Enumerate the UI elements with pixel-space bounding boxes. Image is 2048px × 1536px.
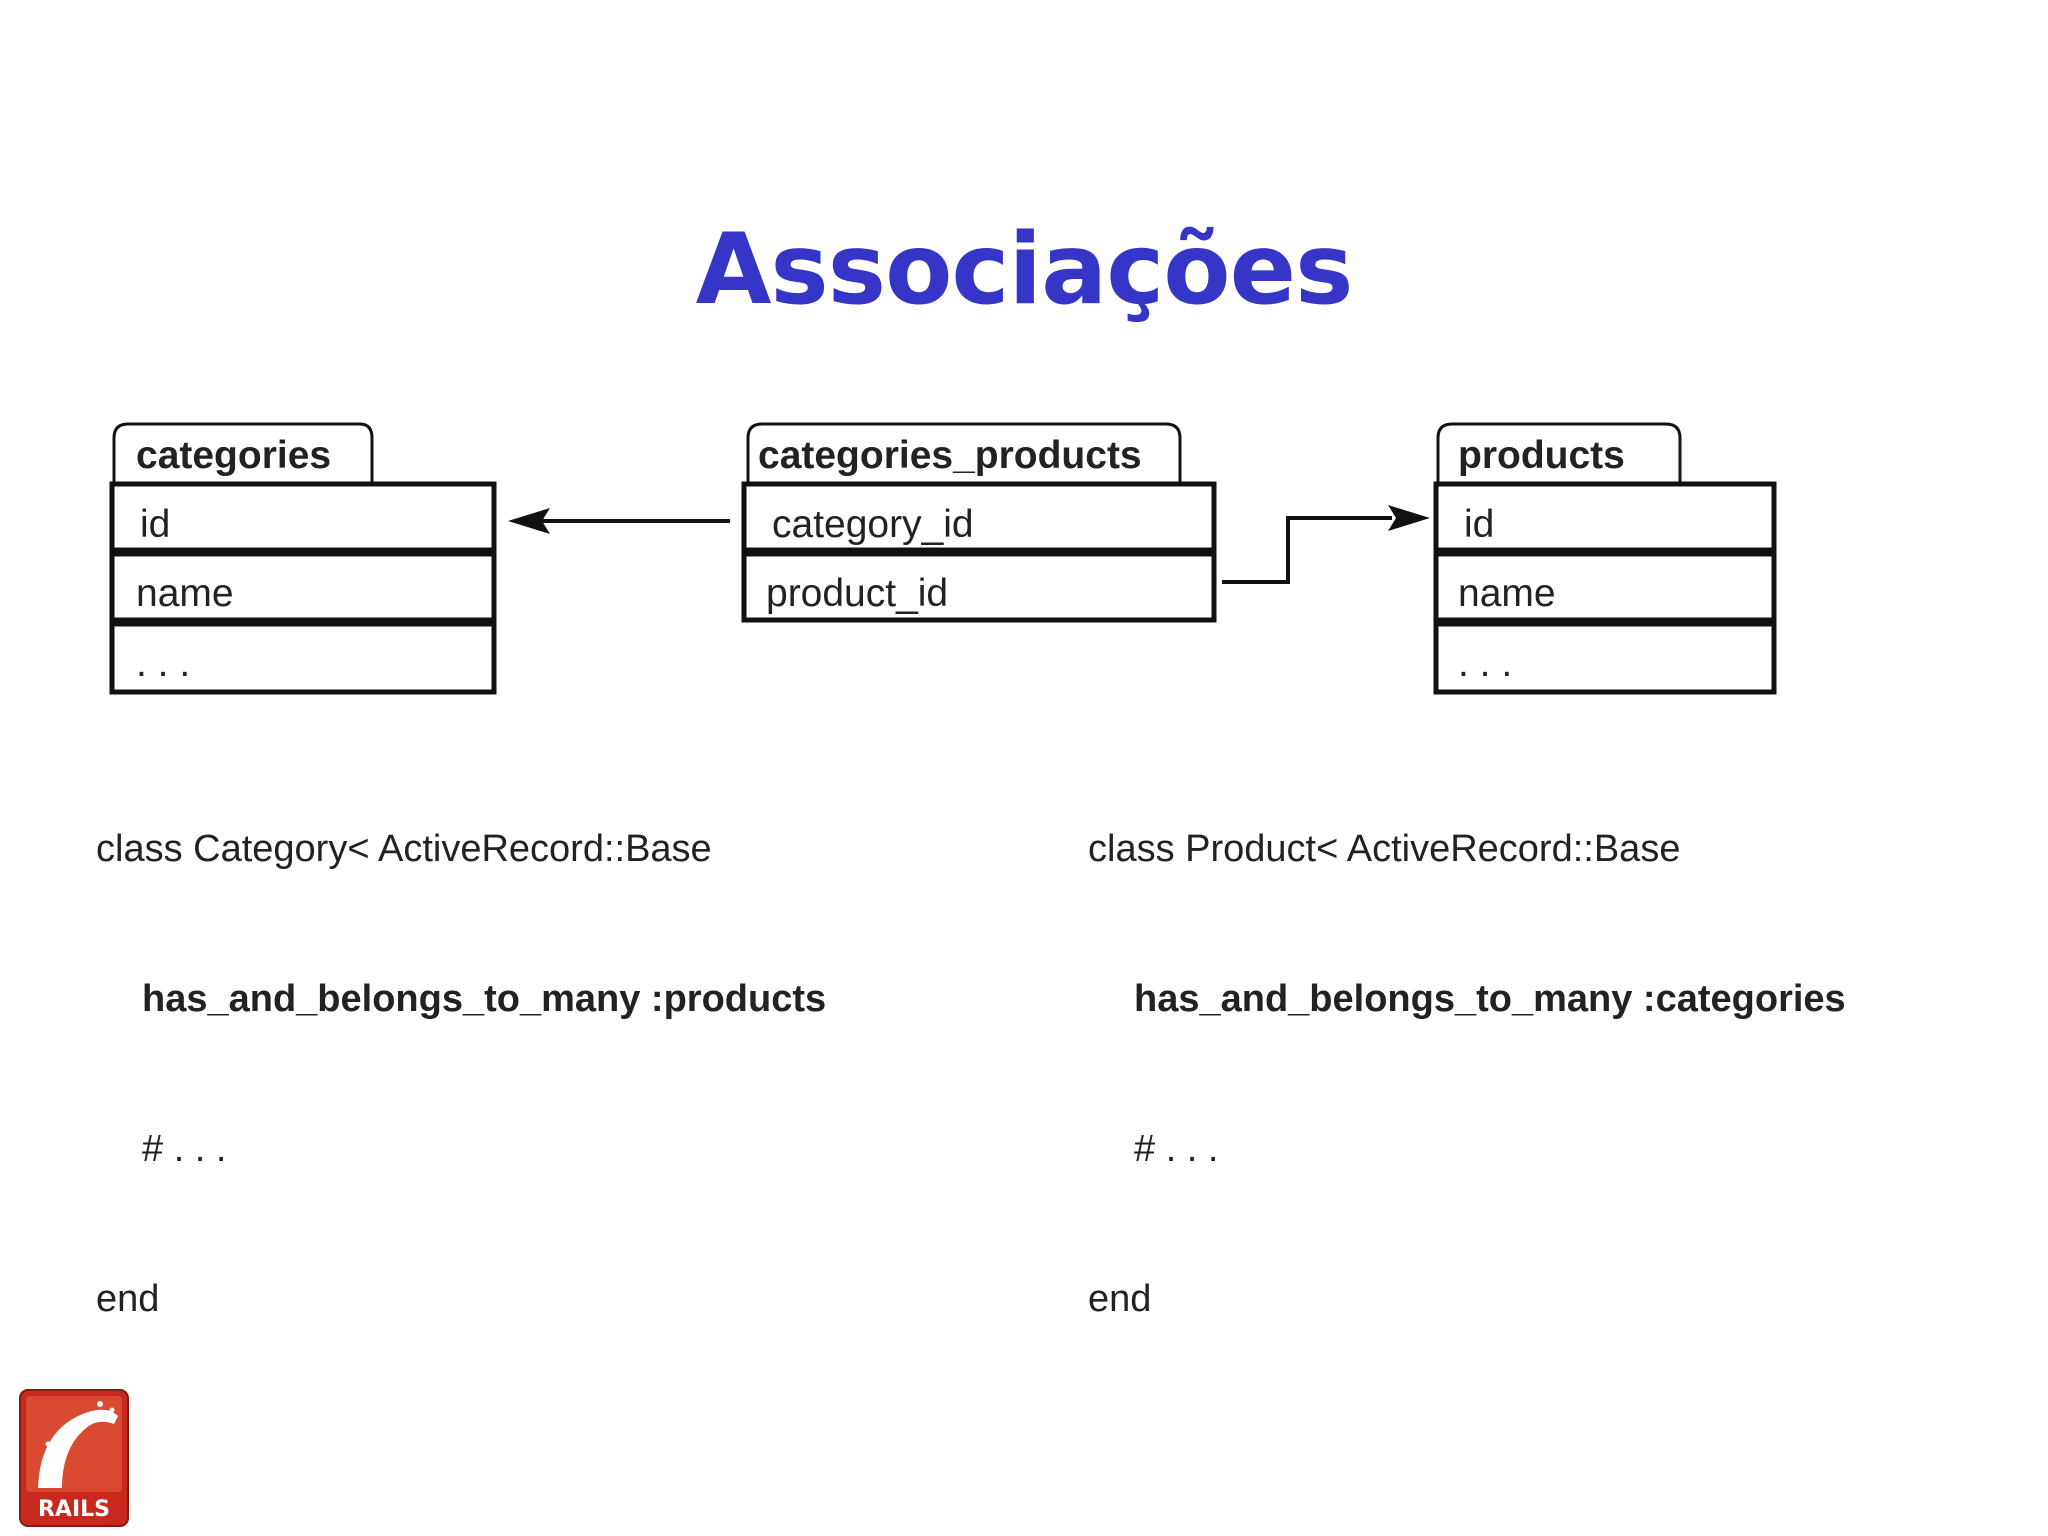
code-line: # . . .	[142, 1128, 227, 1170]
table-field-box	[109, 621, 497, 695]
field-label: name	[136, 572, 234, 615]
rails-logo: RAILS	[19, 1389, 129, 1527]
code-line: class Category< ActiveRecord::Base	[96, 828, 712, 870]
code-line: end	[1088, 1278, 1152, 1320]
table-tab	[1436, 422, 1682, 484]
table-field-box	[109, 551, 497, 623]
table-tab	[746, 422, 1182, 484]
table-name: products	[1458, 434, 1625, 477]
table-name: categories_products	[758, 434, 1142, 477]
table-field-box	[1433, 621, 1777, 695]
slide-title: Associações	[695, 213, 1354, 327]
code-line: has_and_belongs_to_many :categories	[1134, 978, 1846, 1020]
field-label: . . .	[1458, 642, 1512, 685]
code-block-product: class Product< ActiveRecord::Base has_an…	[1088, 724, 1846, 1424]
field-label: id	[140, 503, 170, 546]
field-label: product_id	[766, 572, 948, 615]
code-line: end	[96, 1278, 160, 1320]
rails-logo-text: RAILS	[38, 1497, 110, 1522]
table-categories-products: categories_products category_id product_…	[741, 422, 1217, 623]
table-field-box	[741, 481, 1217, 553]
table-name: categories	[136, 434, 331, 477]
code-block-category: class Category< ActiveRecord::Base has_a…	[96, 724, 826, 1424]
relation-arrow-product	[1222, 505, 1430, 584]
table-products: products id name . . .	[1433, 422, 1777, 695]
field-label: id	[1464, 503, 1494, 546]
table-field-box	[741, 551, 1217, 623]
table-categories: categories id name . . .	[109, 422, 497, 695]
code-line: class Product< ActiveRecord::Base	[1088, 828, 1681, 870]
table-field-box	[1433, 481, 1777, 553]
code-line: has_and_belongs_to_many :products	[142, 978, 827, 1020]
table-field-box	[109, 481, 497, 553]
field-label: category_id	[772, 503, 974, 546]
table-tab	[112, 422, 374, 484]
field-label: . . .	[136, 642, 190, 685]
field-label: name	[1458, 572, 1556, 615]
code-line: # . . .	[1134, 1128, 1219, 1170]
relation-arrow-category	[508, 508, 730, 534]
table-field-box	[1433, 551, 1777, 623]
